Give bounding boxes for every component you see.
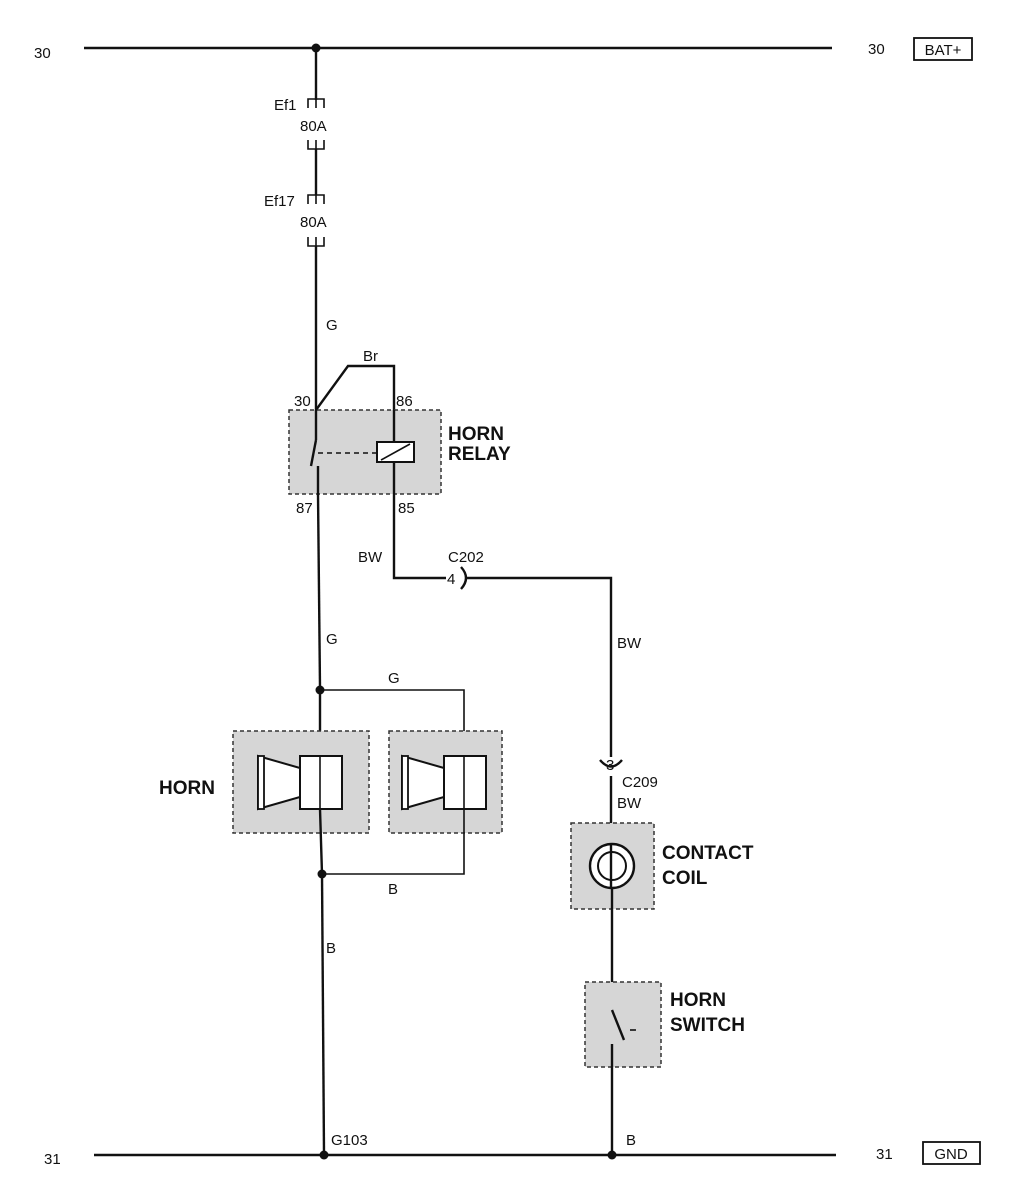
relay-85-wire xyxy=(392,494,446,580)
relay-pin-86: 86 xyxy=(396,393,413,410)
wire-color-relay-85: BW xyxy=(358,549,383,566)
fuse-ef1 xyxy=(307,48,325,195)
wire-color-c209-coil: BW xyxy=(617,795,642,812)
c202-to-c209-wire xyxy=(466,576,613,757)
relay-coil xyxy=(376,410,415,494)
relay-contact-switch xyxy=(309,410,376,494)
contact-coil-line1: CONTACT xyxy=(662,843,754,864)
fuse-ef1-rating: 80A xyxy=(300,118,327,135)
contact-coil-line2: COIL xyxy=(662,868,708,889)
fuse-ef17-rating: 80A xyxy=(300,214,327,231)
gnd-badge-box xyxy=(922,1141,981,1165)
gnd-badge: GND xyxy=(934,1146,968,1163)
wire-color-relay-horn: G xyxy=(326,631,338,648)
bat-plus-badge-box xyxy=(913,37,973,61)
relay-pin-85: 85 xyxy=(398,500,415,517)
ground-splice-switch xyxy=(607,1150,617,1160)
connector-c209-name: C209 xyxy=(622,774,658,791)
horn-1-speaker-icon xyxy=(257,754,343,811)
horn-switch-line1: HORN xyxy=(670,990,726,1011)
horn-switch-icon xyxy=(610,1009,636,1154)
horn-relay-title-line2: RELAY xyxy=(448,444,511,465)
fuse-ef17 xyxy=(307,194,325,410)
fuse-ef17-name: Ef17 xyxy=(264,193,295,210)
wire-color-horn-ground: B xyxy=(326,940,336,957)
relay-pin-87: 87 xyxy=(296,500,313,517)
wire-color-coil-feed: Br xyxy=(363,348,378,365)
horn-switch-line2: SWITCH xyxy=(670,1015,745,1036)
rail-top-left-id: 30 xyxy=(34,45,51,62)
wire-color-c202-c209: BW xyxy=(617,635,642,652)
relay-pin-30: 30 xyxy=(294,393,311,410)
rail-bottom-left-id: 31 xyxy=(44,1151,61,1168)
horn-relay-title-line1: HORN xyxy=(448,424,504,445)
horn-ground-wire xyxy=(320,873,326,1155)
connector-c209-pin: 3 xyxy=(606,757,614,774)
connector-c202-name: C202 xyxy=(448,549,484,566)
wire-color-horn-bridge: G xyxy=(388,670,400,687)
relay-87-wire xyxy=(316,493,322,689)
horn-2-speaker-icon xyxy=(401,754,487,811)
rail-top-right-id: 30 xyxy=(868,41,885,58)
horn-return-wire xyxy=(322,809,465,875)
rail-bottom-right-id: 31 xyxy=(876,1146,893,1163)
connector-c202-pin: 4 xyxy=(447,571,455,588)
connector-c202 xyxy=(460,566,468,590)
wire-color-switch-ground: B xyxy=(626,1132,636,1149)
relay-coil-feed-wire xyxy=(315,364,396,411)
ground-splice-g103 xyxy=(319,1150,329,1160)
horn-relay-box xyxy=(288,409,442,495)
connector-c209 xyxy=(599,759,623,768)
bat-plus-badge: BAT+ xyxy=(925,42,962,59)
fuse-ef1-name: Ef1 xyxy=(274,97,297,114)
ground-g103-name: G103 xyxy=(331,1132,368,1149)
horn-switch-box xyxy=(584,981,662,1068)
horn-label: HORN xyxy=(159,778,215,799)
contact-coil-icon xyxy=(588,842,636,890)
wire-color-feed: G xyxy=(326,317,338,334)
wire-color-horn-return: B xyxy=(388,881,398,898)
